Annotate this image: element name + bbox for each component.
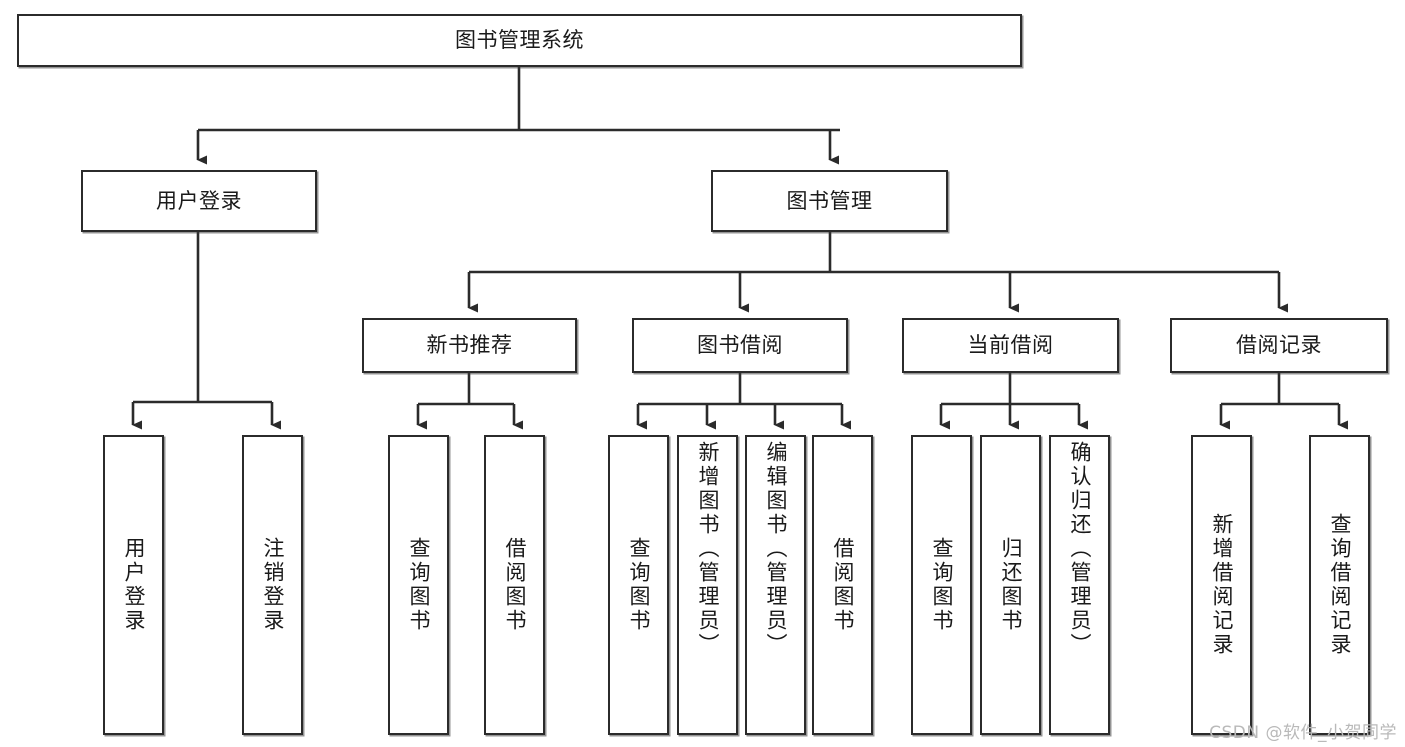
node-label: 用户登录 bbox=[156, 188, 242, 213]
leaf-borrow-borrow-books[interactable]: 借阅图书 bbox=[812, 435, 873, 735]
node-label: 编辑图书（管理员） bbox=[764, 441, 788, 657]
leaf-record-query-borrow-record[interactable]: 查询借阅记录 bbox=[1309, 435, 1370, 735]
leaf-borrow-add-book-admin[interactable]: 新增图书（管理员） bbox=[677, 435, 738, 735]
leaf-new-book-query-books[interactable]: 查询图书 bbox=[388, 435, 449, 735]
node-label: 图书借阅 bbox=[697, 333, 783, 358]
leaf-current-confirm-return-admin[interactable]: 确认归还（管理员） bbox=[1049, 435, 1110, 735]
node-label: 查询借阅记录 bbox=[1328, 513, 1352, 657]
node-user-login[interactable]: 用户登录 bbox=[81, 170, 317, 232]
node-borrow-record[interactable]: 借阅记录 bbox=[1170, 318, 1388, 373]
node-label: 当前借阅 bbox=[967, 333, 1054, 358]
node-book-management[interactable]: 图书管理 bbox=[711, 170, 948, 232]
node-current-borrow[interactable]: 当前借阅 bbox=[902, 318, 1119, 373]
leaf-record-add-borrow-record[interactable]: 新增借阅记录 bbox=[1191, 435, 1252, 735]
leaf-borrow-query-books[interactable]: 查询图书 bbox=[608, 435, 669, 735]
node-root-book-management-system[interactable]: 图书管理系统 bbox=[17, 14, 1022, 67]
node-label: 新增借阅记录 bbox=[1210, 513, 1234, 657]
node-label: 用户登录 bbox=[122, 537, 146, 633]
watermark-text: CSDN @软件_小贺同学 bbox=[1209, 723, 1397, 743]
node-label: 注销登录 bbox=[261, 537, 285, 633]
leaf-user-login-logout[interactable]: 注销登录 bbox=[242, 435, 303, 735]
node-book-borrow[interactable]: 图书借阅 bbox=[632, 318, 848, 373]
node-label: 借阅图书 bbox=[503, 537, 527, 633]
node-label: 查询图书 bbox=[407, 537, 431, 633]
node-label: 新书推荐 bbox=[426, 333, 513, 358]
node-label: 归还图书 bbox=[999, 537, 1023, 633]
leaf-borrow-edit-book-admin[interactable]: 编辑图书（管理员） bbox=[745, 435, 806, 735]
node-label: 借阅记录 bbox=[1236, 333, 1322, 358]
leaf-current-query-books[interactable]: 查询图书 bbox=[911, 435, 972, 735]
node-label: 确认归还（管理员） bbox=[1068, 441, 1092, 657]
leaf-user-login-login[interactable]: 用户登录 bbox=[103, 435, 164, 735]
node-label: 查询图书 bbox=[627, 537, 651, 633]
node-label: 借阅图书 bbox=[831, 537, 855, 633]
node-label: 图书管理系统 bbox=[455, 28, 584, 53]
leaf-current-return-books[interactable]: 归还图书 bbox=[980, 435, 1041, 735]
node-label: 图书管理 bbox=[786, 188, 873, 213]
node-label: 查询图书 bbox=[930, 537, 954, 633]
node-new-book-recommend[interactable]: 新书推荐 bbox=[362, 318, 577, 373]
leaf-new-book-borrow-books[interactable]: 借阅图书 bbox=[484, 435, 545, 735]
node-label: 新增图书（管理员） bbox=[696, 441, 720, 657]
